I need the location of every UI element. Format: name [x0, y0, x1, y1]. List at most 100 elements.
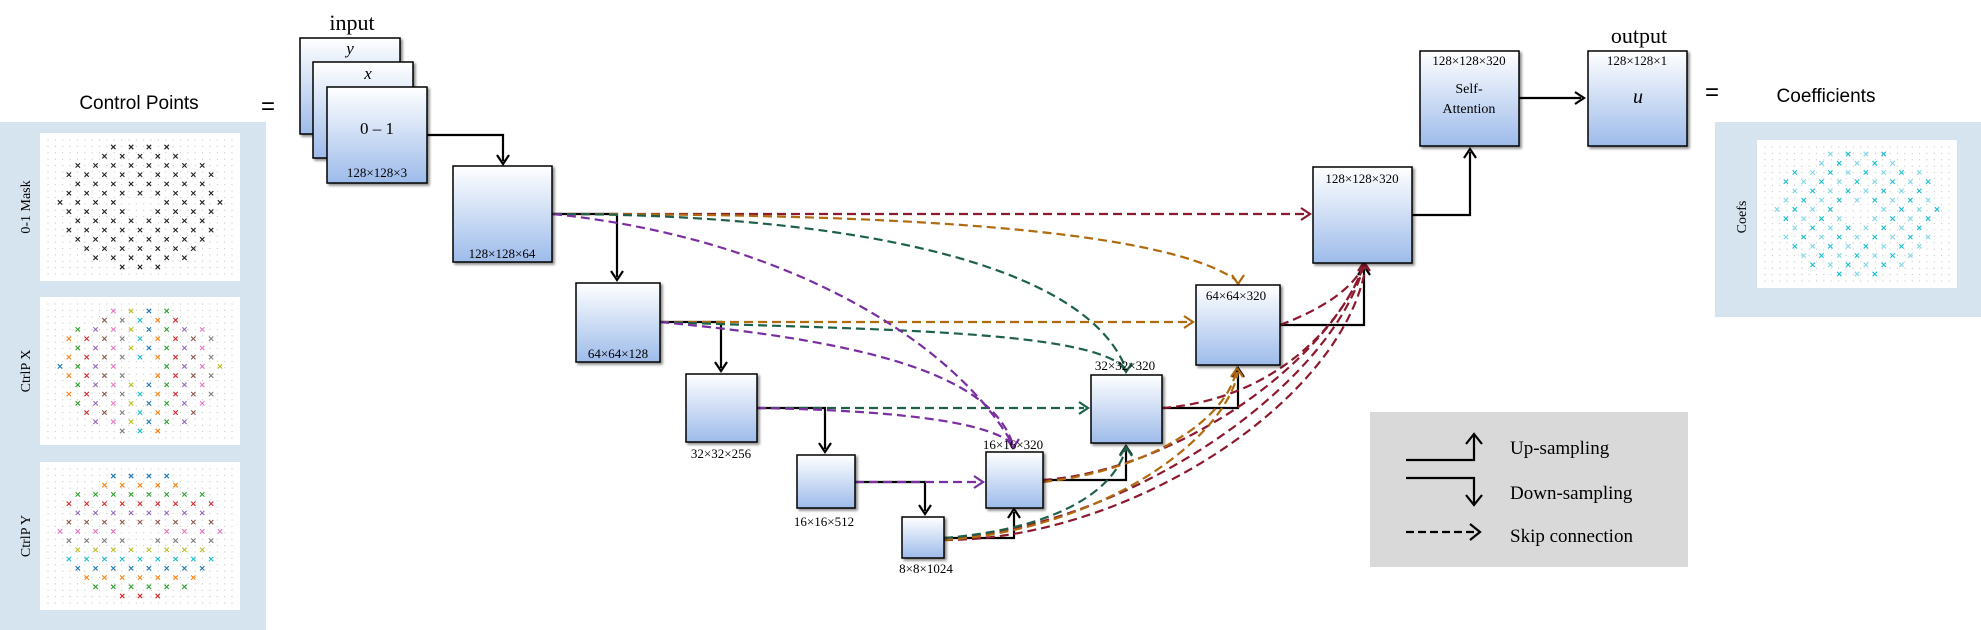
decoder-block-32-label: 32×32×320: [1095, 358, 1155, 373]
input-arrowhead: [496, 154, 510, 166]
down-arrow-4: [855, 480, 927, 511]
skip-purple-e4-d4-head: [973, 475, 985, 489]
control-points-panel: Control Points = 0-1 Mask CtrlP X CtrlP …: [0, 93, 275, 630]
input-front-value: 0 – 1: [360, 119, 394, 138]
output-box: [1587, 50, 1688, 147]
plot-label-ctrlp-y: CtrlP Y: [19, 515, 34, 557]
self-attention-line1: Self-: [1455, 82, 1483, 97]
legend-background: [1370, 412, 1688, 567]
decoder-block-64-label: 64×64×320: [1206, 288, 1266, 303]
skip-red-e5-d1: [943, 264, 1366, 540]
input-layer-y-label: y: [344, 39, 354, 58]
encoder-block-3: [685, 373, 758, 443]
right-equals-sign: =: [1705, 79, 1719, 106]
up-arrowhead-1: [1007, 507, 1021, 519]
encoder-block-3-label: 32×32×256: [691, 446, 752, 461]
input-layer-x-label: x: [363, 64, 372, 83]
encoder-block-2: [575, 282, 661, 363]
legend-label-up: Up-sampling: [1510, 438, 1610, 459]
legend: Up-sampling Down-sampling Skip connectio…: [1370, 412, 1688, 567]
self-attention-dims: 128×128×320: [1432, 53, 1505, 68]
self-attention-block: 128×128×320 Self- Attention: [1419, 50, 1520, 147]
decoder-to-attention-arrow: [1412, 152, 1472, 217]
input-layer-mask: [326, 86, 428, 184]
up-sampling-icon: [1406, 436, 1476, 462]
legend-label-down: Down-sampling: [1510, 483, 1633, 504]
plot-ctrlp-y: CtrlP Y: [19, 462, 240, 610]
decoder-block-16: [985, 451, 1044, 509]
output-arrowhead: [1574, 91, 1586, 105]
decoder: 16×16×320 32×32×320 64×64×320 128×128×32…: [983, 166, 1413, 509]
skip-red-d3-d1: [1161, 264, 1366, 410]
decoder-block-128-label: 128×128×320: [1325, 171, 1398, 186]
self-attention-box: [1419, 50, 1520, 147]
up-arrow-2: [1043, 449, 1128, 482]
control-points-title: Control Points: [79, 93, 198, 114]
skip-green-e3-d3-head: [1078, 401, 1090, 415]
up-arrow-3: [1162, 371, 1240, 410]
output-title: output: [1611, 23, 1667, 48]
skip-green-e2-d3: [659, 320, 1127, 370]
output-block: output 128×128×1 u: [1587, 23, 1688, 147]
down-sampling-icon: [1406, 476, 1476, 503]
coefficients-panel: = Coefficients Coefs: [1705, 79, 1981, 317]
decoder-block-64: [1195, 284, 1281, 366]
skip-purple-e3-d4: [756, 406, 1014, 446]
attention-arrowhead: [1463, 147, 1477, 159]
encoder-block-2-label: 64×64×128: [588, 346, 648, 361]
legend-item-down: Down-sampling: [1406, 476, 1633, 507]
input-dims: 128×128×3: [347, 165, 407, 180]
encoder-block-5-label: 8×8×1024: [899, 561, 953, 576]
self-attention-line2: Attention: [1443, 102, 1496, 117]
skip-green-top-head: [1119, 362, 1133, 374]
plot-mask: 0-1 Mask: [19, 133, 240, 281]
encoder-block-5: [901, 516, 945, 559]
skip-purple-top-head: [1006, 438, 1020, 450]
output-dims: 128×128×1: [1607, 53, 1667, 68]
skip-purple-e2-d4: [659, 320, 1015, 446]
skip-orange-e2-d2-head: [1183, 315, 1195, 329]
connections: [427, 91, 1586, 542]
down-arrowhead-2: [714, 361, 728, 373]
skip-orange-e1-d2-head: [1231, 274, 1245, 286]
decoder-block-16-label: 16×16×320: [983, 437, 1043, 452]
skip-orange-e5-d2: [943, 371, 1240, 542]
down-arrow-2: [660, 320, 723, 368]
encoder-block-4: [796, 454, 856, 509]
input-stack: input y x 0 – 1 128×128×3: [299, 10, 428, 184]
down-arrowhead-1: [610, 270, 624, 282]
skip-orange-d2-head: [1230, 366, 1244, 378]
plot-label-ctrlp-x: CtrlP X: [19, 350, 34, 393]
coefficients-plot-label: Coefs: [1735, 201, 1750, 234]
output-symbol: u: [1633, 86, 1643, 108]
down-arrowhead-3: [818, 442, 832, 454]
up-arrow-1: [944, 512, 1016, 540]
plot-label-mask: 0-1 Mask: [19, 180, 34, 233]
encoder-block-1-label: 128×128×64: [469, 246, 536, 261]
skip-red-d2-d1: [1279, 264, 1365, 327]
skip-red-e1-d1-head: [1300, 207, 1312, 221]
down-arrow-3: [757, 406, 827, 449]
legend-item-up: Up-sampling: [1406, 432, 1610, 462]
skip-red-e5-d1-b: [943, 264, 1368, 542]
skip-green-e5-d3-head: [1119, 445, 1133, 457]
legend-label-skip: Skip connection: [1510, 526, 1633, 547]
legend-item-skip: Skip connection: [1406, 523, 1633, 547]
input-title: input: [329, 10, 374, 35]
coefficients-plot-area: [1757, 140, 1957, 288]
plot-ctrlp-x: CtrlP X: [19, 297, 240, 445]
encoder-block-4-label: 16×16×512: [794, 514, 854, 529]
input-to-encoder1-arrow: [427, 133, 505, 161]
decoder-block-32: [1090, 374, 1163, 444]
encoder-block-1: [452, 165, 553, 263]
up-arrow-4: [1280, 269, 1366, 327]
encoder: 128×128×64 64×64×128 32×32×256 16×16×512…: [452, 165, 953, 576]
skip-green-e1-d3: [552, 212, 1128, 370]
skip-green-e5-d3: [943, 448, 1128, 540]
decoder-block-128: [1312, 166, 1413, 264]
down-arrowhead-4: [918, 504, 932, 516]
left-equals-sign: =: [261, 93, 275, 120]
skip-orange-d4-d2: [1042, 371, 1238, 484]
coefficients-title: Coefficients: [1777, 86, 1876, 107]
